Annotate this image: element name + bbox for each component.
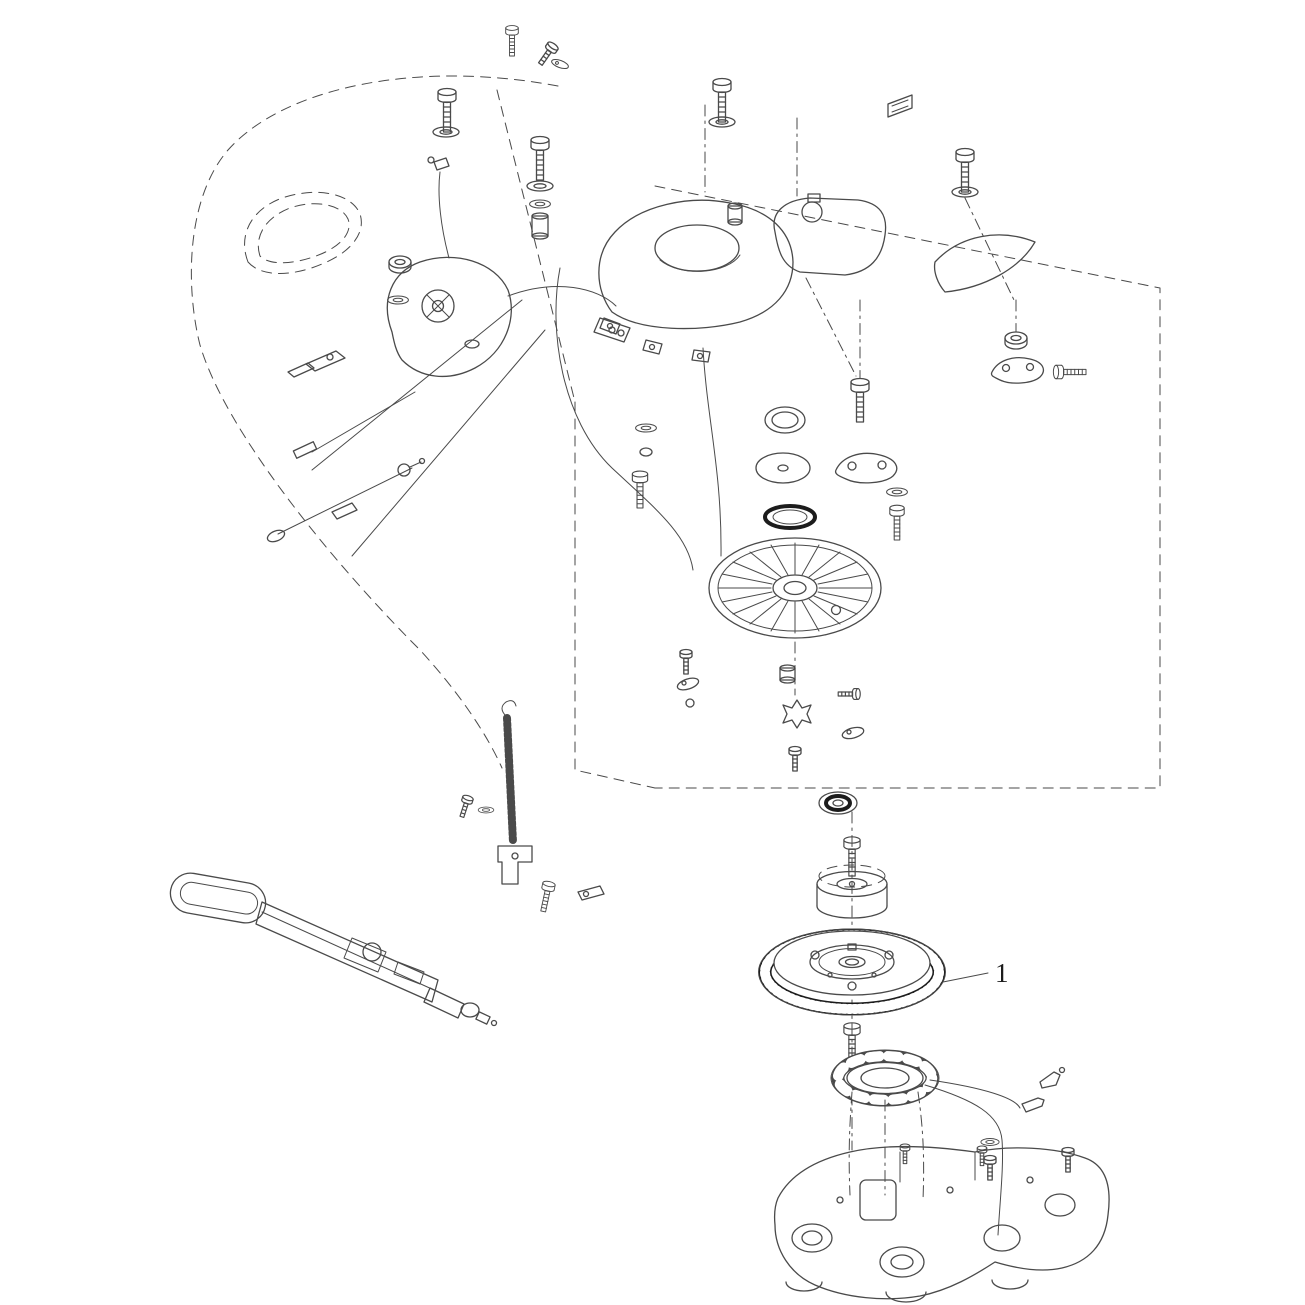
mid-hardware xyxy=(593,317,1087,541)
construction-lines xyxy=(190,75,1161,1151)
top-fasteners xyxy=(432,25,979,240)
throttle-cable xyxy=(266,457,426,543)
flywheel: 1 xyxy=(758,928,1009,1016)
starter-cup xyxy=(816,864,888,919)
spring-rod-assembly xyxy=(456,700,605,914)
latch-lever xyxy=(990,357,1044,384)
callout-1-label: 1 xyxy=(995,958,1009,988)
wire-connector xyxy=(1039,1071,1061,1089)
handle-grip xyxy=(169,872,267,924)
tension-spring xyxy=(503,714,517,846)
stator-wires xyxy=(924,1066,1066,1236)
callout-1-leader xyxy=(942,972,989,983)
cooling-fan-rotor xyxy=(708,537,882,639)
tiller-handle xyxy=(169,872,498,1027)
spacer-cylinder xyxy=(531,212,549,240)
engine-block xyxy=(773,1143,1110,1303)
bearing xyxy=(818,791,858,815)
handle-shaft xyxy=(255,901,439,1003)
rocker-lever xyxy=(834,452,898,484)
spring-washer xyxy=(763,504,817,530)
cover-grip-pad xyxy=(244,191,362,274)
side-shield xyxy=(933,234,1036,293)
ignition-cover xyxy=(773,197,887,276)
mount-clips xyxy=(287,350,346,459)
stator-assembly xyxy=(830,1049,1075,1236)
wire-connector xyxy=(1021,1097,1045,1113)
star-cam xyxy=(782,699,812,729)
tank-cap xyxy=(421,289,455,323)
recoil-starter-assembly xyxy=(555,193,1036,571)
stamped-bracket xyxy=(887,94,913,118)
starter-rope xyxy=(555,267,694,571)
starter-pawl-parts xyxy=(676,648,865,772)
fuel-tank-assembly xyxy=(386,156,617,378)
